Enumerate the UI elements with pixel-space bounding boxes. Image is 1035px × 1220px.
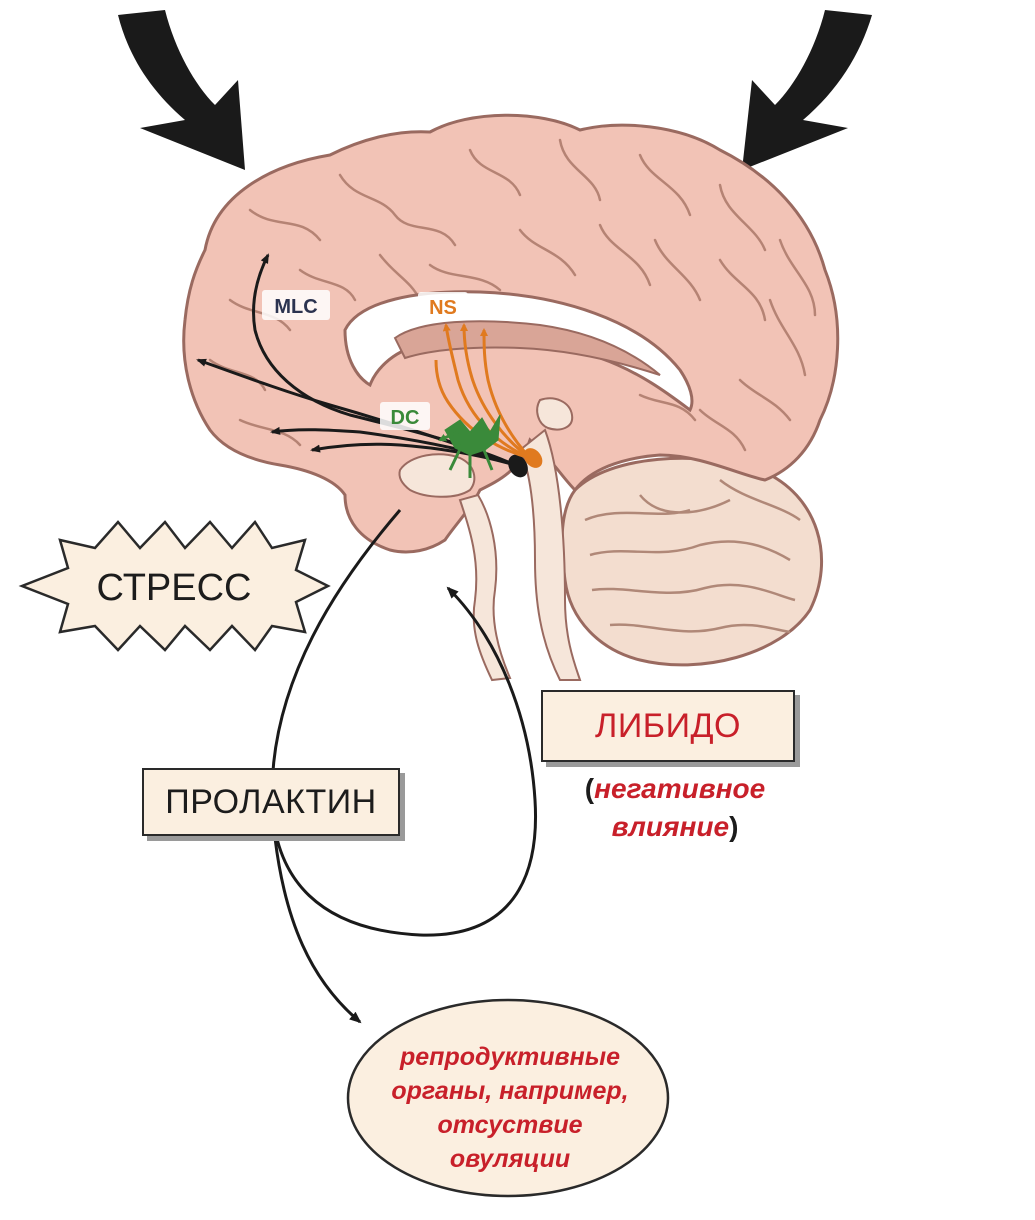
prolactin-label: ПРОЛАКТИН: [165, 783, 377, 822]
big-arrow-right: [742, 10, 872, 170]
organs-text: репродуктивные органы, например, отсуств…: [360, 1040, 660, 1176]
organs-line-4: овуляции: [360, 1142, 660, 1176]
libido-note-line1: негативное: [594, 773, 765, 804]
libido-note-line2: влияние: [612, 811, 730, 842]
libido-note: (негативное влияние): [560, 770, 790, 846]
ns-label: NS: [429, 297, 457, 319]
stress-label: СТРЕСС: [97, 567, 252, 609]
libido-box: ЛИБИДО: [541, 690, 795, 762]
prolactin-box: ПРОЛАКТИН: [142, 768, 400, 836]
organs-line-2: органы, например,: [360, 1074, 660, 1108]
libido-label: ЛИБИДО: [595, 707, 741, 746]
cerebellum: [562, 458, 822, 665]
mlc-label: MLC: [274, 296, 317, 318]
organs-line-3: отсуствие: [360, 1108, 660, 1142]
libido-note-open: (: [585, 773, 594, 804]
organs-line-1: репродуктивные: [360, 1040, 660, 1074]
dc-label: DC: [391, 407, 420, 429]
big-arrow-left: [118, 10, 245, 170]
libido-note-close: ): [729, 811, 738, 842]
